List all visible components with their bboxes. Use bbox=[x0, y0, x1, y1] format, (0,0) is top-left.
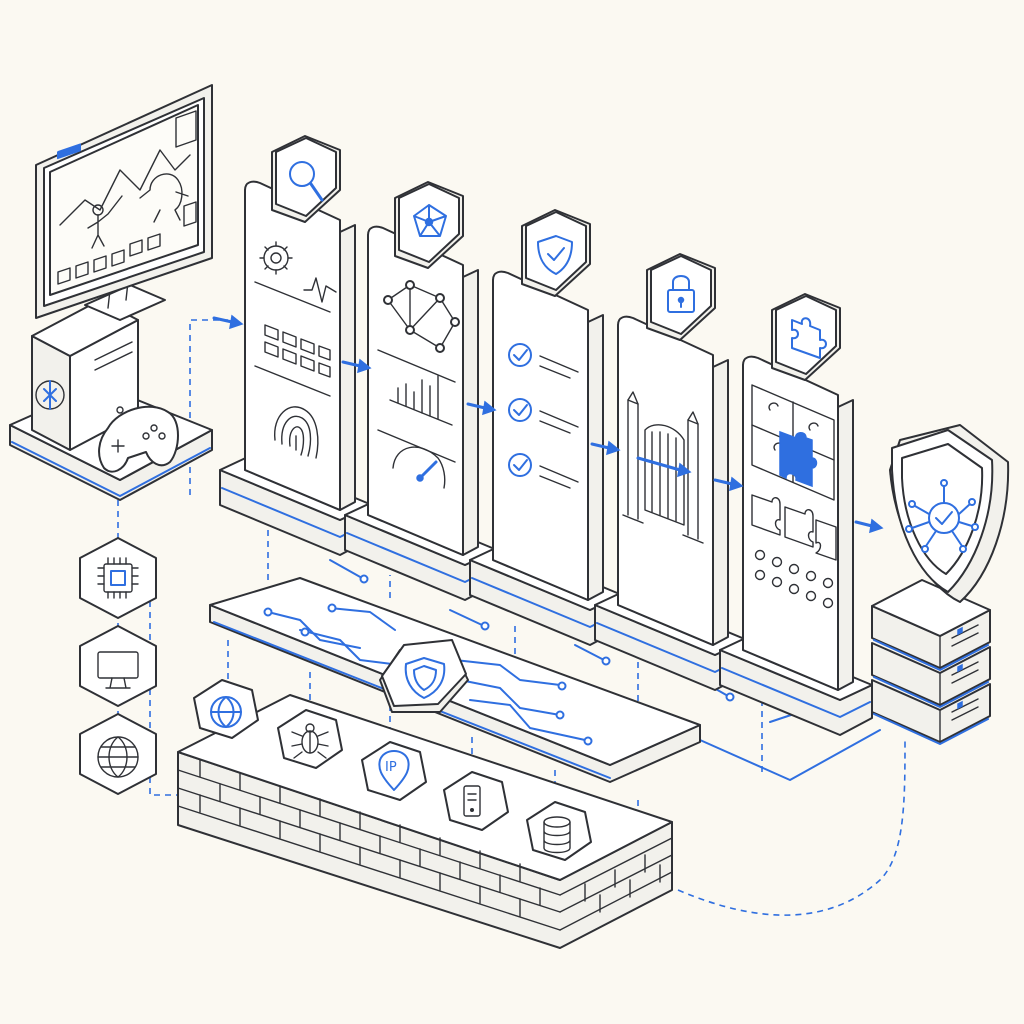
circuit-traces bbox=[267, 607, 586, 741]
monitor-icon bbox=[79, 625, 157, 707]
stage-verification bbox=[469, 209, 623, 646]
filter-layer-panel bbox=[209, 577, 701, 783]
client-setup bbox=[9, 84, 213, 501]
server-rack-icon bbox=[871, 579, 991, 745]
check-icon bbox=[508, 398, 579, 434]
firewall-icon-globe bbox=[193, 679, 259, 739]
stage-access bbox=[594, 253, 748, 691]
stage-puzzle bbox=[719, 293, 873, 736]
gamepad-icon bbox=[98, 405, 179, 473]
check-icon bbox=[508, 343, 579, 379]
stage-network bbox=[344, 181, 498, 601]
stage-analysis bbox=[219, 135, 373, 556]
shield-circuit-icon bbox=[889, 424, 1010, 603]
network-node-icon bbox=[394, 181, 464, 269]
shield-check-icon bbox=[521, 209, 591, 297]
shield-hexagon-icon bbox=[379, 639, 469, 713]
puzzle-grid-icon bbox=[751, 384, 835, 501]
monitor-icon bbox=[35, 84, 213, 321]
globe-icon bbox=[79, 713, 157, 795]
network-graph-icon bbox=[383, 280, 460, 353]
magnifier-icon bbox=[271, 135, 341, 223]
bar-chart-icon bbox=[389, 375, 453, 426]
gate-icon bbox=[622, 391, 704, 544]
connector-lines bbox=[117, 319, 906, 916]
game-scene-icon bbox=[57, 110, 197, 285]
gauge-icon bbox=[392, 446, 446, 489]
firewall-icon-server bbox=[443, 771, 509, 831]
flow-arrows bbox=[212, 314, 884, 534]
puzzle-row-icon bbox=[751, 494, 837, 561]
left-icon-stack bbox=[79, 537, 157, 795]
firewall-icon-bug bbox=[277, 709, 343, 769]
puzzle-piece-icon bbox=[771, 293, 841, 381]
dot-grid-icon bbox=[754, 549, 834, 609]
padlock-icon bbox=[646, 253, 716, 341]
waveform-icon bbox=[303, 277, 337, 303]
firewall-wall: IP bbox=[177, 679, 673, 949]
check-icon bbox=[508, 453, 579, 489]
protected-server bbox=[871, 424, 1010, 745]
gear-icon bbox=[259, 241, 293, 275]
ip-label: IP bbox=[385, 760, 397, 775]
firewall-icon-database bbox=[526, 801, 592, 861]
fingerprint-icon bbox=[274, 406, 319, 459]
firewall-icon-ip-pin: IP bbox=[361, 741, 427, 801]
pipeline-stages bbox=[219, 135, 873, 736]
grid-icon bbox=[264, 324, 331, 378]
chip-icon bbox=[79, 537, 157, 619]
